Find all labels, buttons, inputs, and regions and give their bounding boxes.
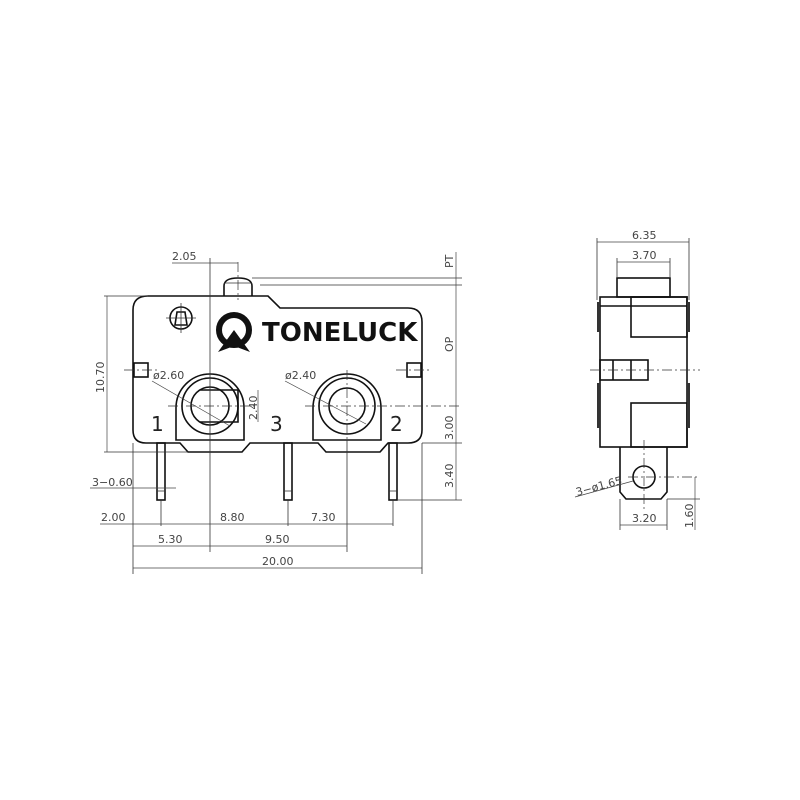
pin-label-1: 1: [151, 412, 164, 436]
dim-terminal-hole: 3−ø1.65: [574, 474, 623, 499]
pin-label-2: 2: [390, 412, 403, 436]
dim-pin3-to-pin2: 7.30: [311, 511, 336, 524]
dim-pin1-to-pin3: 8.80: [220, 511, 245, 524]
dim-lever-offset: 2.05: [172, 250, 197, 263]
dim-height: 10.70: [94, 362, 107, 394]
dim-slot-height: 2.40: [247, 396, 260, 421]
dim-side-width: 6.35: [632, 229, 657, 242]
side-actuator: [616, 277, 671, 298]
leader-line: [151, 380, 231, 427]
dim-hole-to-end: 1.60: [683, 504, 696, 529]
pin-label-3: 3: [270, 412, 283, 436]
side-terminal: [619, 447, 668, 500]
dim-pin-width: 3−0.60: [92, 476, 133, 489]
front-view: TONELUCK 1 3 2: [90, 250, 462, 574]
side-lower-block: [630, 402, 688, 448]
dim-hole-left-dia: ø2.60: [153, 369, 184, 382]
dim-hole-to-bottom: 3.00: [443, 416, 456, 441]
side-edge: [597, 302, 600, 332]
switch-body: [132, 295, 423, 453]
brand-logo-icon: [216, 312, 252, 352]
dim-pin-length: 3.40: [443, 464, 456, 489]
dim-pin1-offset: 2.00: [101, 511, 126, 524]
dim-hole-spacing: 9.50: [265, 533, 290, 546]
symbol-glyph: [174, 311, 188, 326]
dim-hole-right-dia: ø2.40: [285, 369, 316, 382]
dim-total-width: 20.00: [262, 555, 294, 568]
side-upper-block: [630, 296, 688, 338]
dim-pt: PT: [443, 254, 456, 268]
dim-actuator-width: 3.70: [632, 249, 657, 262]
leader-line: [574, 480, 634, 498]
dim-edge-to-hole: 5.30: [158, 533, 183, 546]
side-edge: [687, 383, 690, 428]
side-edge: [687, 302, 690, 332]
brand-name: TONELUCK: [262, 318, 418, 348]
dim-terminal-width: 3.20: [632, 512, 657, 525]
dim-op: OP: [443, 336, 456, 352]
side-view: 6.35 3.70 3−ø1.65 3.20 1.60: [574, 229, 700, 530]
leader-line: [284, 380, 367, 425]
side-edge: [597, 383, 600, 428]
